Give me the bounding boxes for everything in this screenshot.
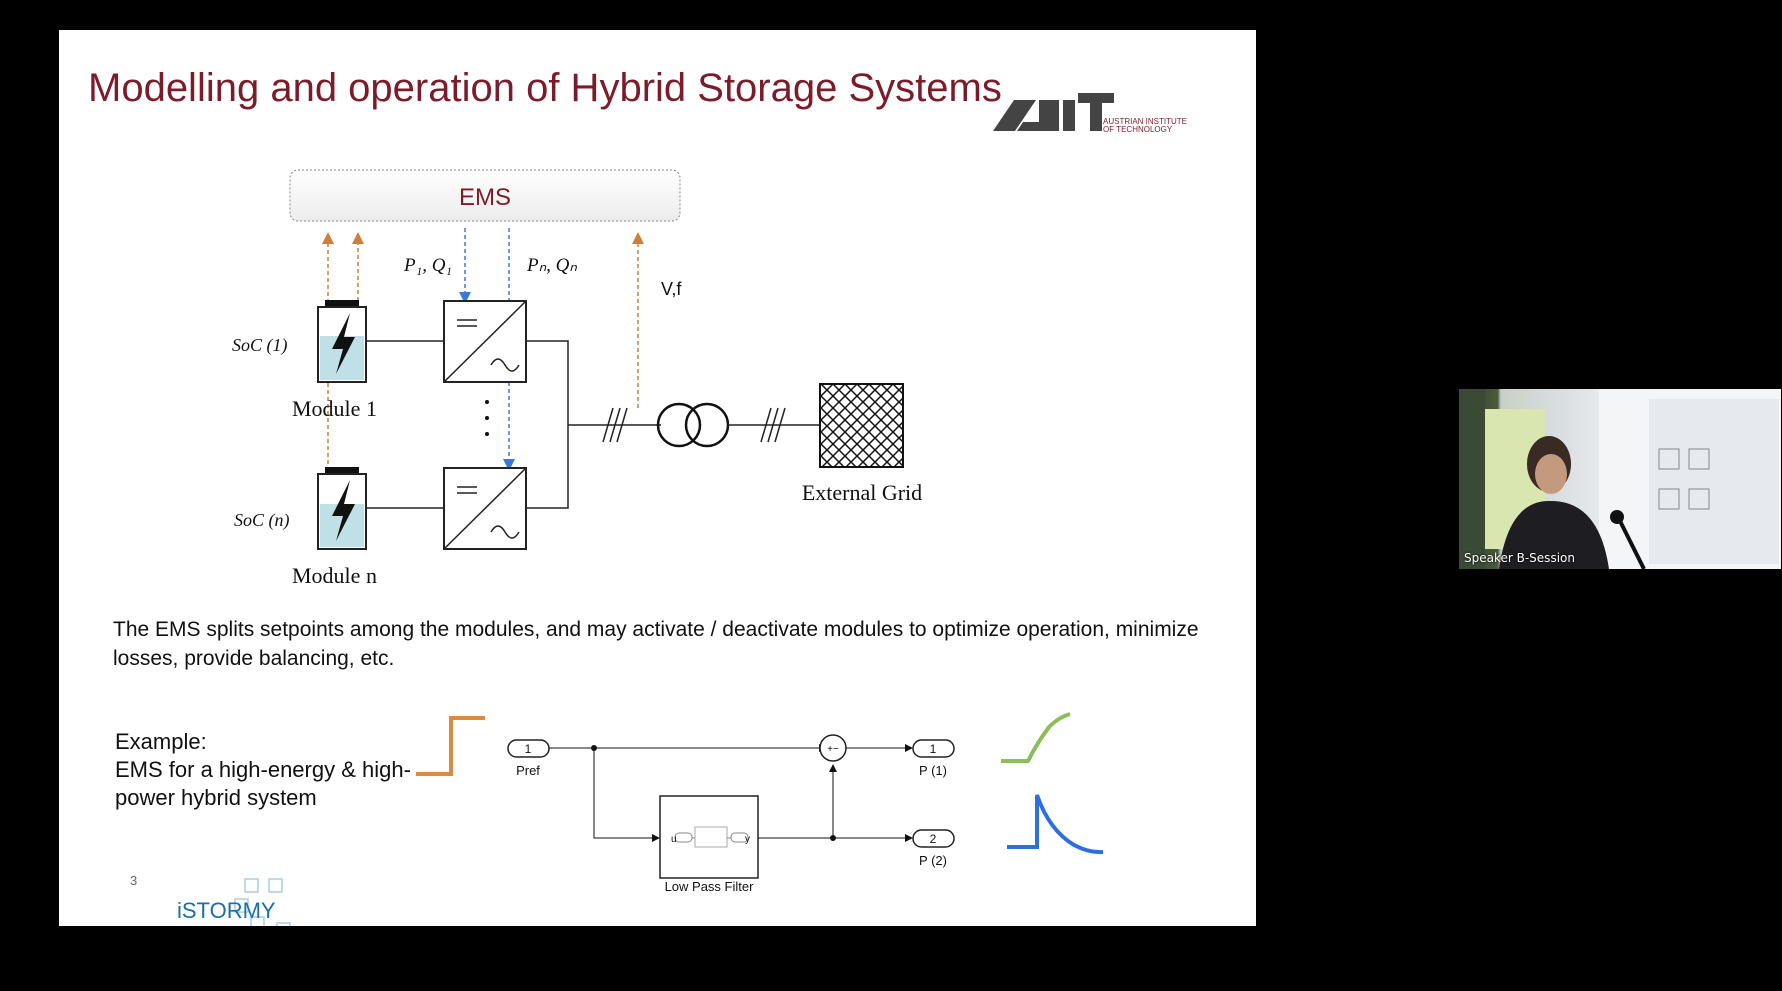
ems-box [289, 169, 681, 222]
p2-outport [912, 829, 955, 848]
converter-icon [443, 467, 527, 550]
istormy-logo: iSTORMY [177, 878, 291, 926]
p1q1-label: P₁, Q₁ [403, 255, 452, 276]
presentation-slide: AUSTRIAN INSTITUTE OF TECHNOLOGY EMS P₁,… [59, 30, 1256, 926]
p2-label: P (2) [919, 853, 947, 868]
slide-title: Modelling and operation of Hybrid Storag… [88, 66, 1002, 110]
pref-label: Pref [516, 763, 540, 778]
external-grid-icon [819, 383, 904, 468]
webcam-feed [1459, 389, 1781, 569]
slide-number: 3 [130, 873, 138, 888]
p2-port-number: 2 [930, 832, 937, 846]
webcam-speaker-label: Speaker B-Session [1464, 551, 1575, 565]
ait-logo-subtitle-2: OF TECHNOLOGY [1103, 125, 1173, 134]
step-input-sketch [416, 716, 485, 776]
slide-body-text: The EMS splits setpoints among the modul… [113, 618, 1199, 670]
transformer-icon [656, 402, 730, 448]
ait-logo: AUSTRIAN INSTITUTE OF TECHNOLOGY [993, 93, 1187, 134]
ems-label: EMS [459, 184, 511, 211]
lpf-input-label: u [671, 834, 677, 845]
pnqn-label: Pₙ, Qₙ [526, 255, 577, 276]
module1-label: Module 1 [292, 396, 377, 421]
grid-label: External Grid [802, 480, 922, 505]
example-text: Example: EMS for a high-energy & high-po… [115, 729, 411, 810]
low-pass-filter-block [659, 795, 759, 879]
sum-signs: +− [827, 744, 839, 755]
speaker-webcam: Speaker B-Session [1459, 389, 1781, 569]
pref-port-number: 1 [525, 742, 532, 756]
p1-label: P (1) [919, 763, 947, 778]
battery-icon [317, 300, 367, 383]
soc1-label: SoC (1) [232, 335, 288, 356]
converter-icon [443, 300, 527, 383]
istormy-logo-text: iSTORMY [177, 898, 276, 923]
p1-port-number: 1 [930, 742, 937, 756]
modulen-label: Module n [292, 563, 377, 588]
slide-graphics: AUSTRIAN INSTITUTE OF TECHNOLOGY EMS P₁,… [177, 93, 1187, 926]
battery-icon [317, 467, 367, 550]
lpf-label: Low Pass Filter [665, 879, 755, 894]
ait-logo-subtitle-1: AUSTRIAN INSTITUTE [1103, 117, 1187, 126]
p1-response-sketch [1001, 712, 1071, 763]
vf-label: V,f [661, 279, 682, 299]
p1-outport [912, 739, 955, 758]
p2-response-sketch [1007, 794, 1104, 855]
socn-label: SoC (n) [234, 510, 290, 531]
lpf-output-label: y [745, 834, 750, 845]
